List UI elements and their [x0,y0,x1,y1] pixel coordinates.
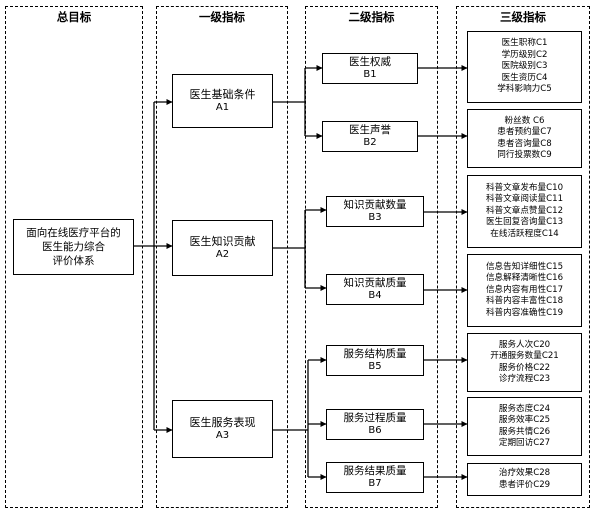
level2-code: B6 [368,424,382,436]
level3-item: 服务价格C22 [498,362,551,373]
level3-item: 学历级别C2 [501,49,548,60]
overall-goal-line-3: 评价体系 [52,255,95,268]
level1-box-a2: 医生知识贡献 A2 [172,220,273,276]
level3-item: 同行投票数C9 [497,149,552,160]
level2-box-b3: 知识贡献数量 B3 [326,196,424,227]
overall-goal-line-1: 面向在线医疗平台的 [26,226,121,239]
level2-code: B1 [363,68,377,80]
level3-item: 科普文章阅读量C11 [485,194,564,205]
level3-item: 服务态度C24 [498,403,551,414]
overall-goal-box: 面向在线医疗平台的 医生能力综合 评价体系 [13,219,134,275]
level2-name: 服务结果质量 [343,465,407,478]
level3-box-b5-items: 服务人次C20 开通服务数量C21 服务价格C22 诊疗流程C23 [467,333,582,392]
level3-item: 患者评价C29 [498,479,551,490]
level3-item: 科普内容丰富性C18 [485,296,564,307]
level1-name: 医生知识贡献 [189,235,256,249]
level3-item: 科普文章发布量C10 [485,182,564,193]
level2-name: 服务结构质量 [343,348,407,361]
level3-item: 信息内容有用性C17 [485,284,564,295]
level3-item: 服务效率C25 [498,415,551,426]
level2-code: B2 [363,136,377,148]
level2-code: B3 [368,211,382,223]
level3-item: 患者预约量C7 [497,127,552,138]
level1-box-a1: 医生基础条件 A1 [172,74,273,128]
level3-item: 粉丝数 C6 [504,115,545,126]
level3-item: 医生资历C4 [501,72,548,83]
level3-item: 信息告知详细性C15 [485,261,564,272]
level3-item: 治疗效果C28 [498,468,551,479]
level3-item: 学科影响力C5 [497,84,552,95]
level2-box-b7: 服务结果质量 B7 [326,462,424,493]
level1-code: A2 [215,248,230,260]
level2-box-b2: 医生声誉 B2 [322,121,418,152]
column-header-overall-goal: 总目标 [56,10,92,24]
level3-item: 服务人次C20 [498,339,551,350]
level2-box-b4: 知识贡献质量 B4 [326,274,424,305]
column-header-level2: 二级指标 [348,10,395,24]
level3-item: 患者咨询量C8 [497,138,552,149]
level3-item: 医院级别C3 [501,61,548,72]
level2-code: B4 [368,289,382,301]
level3-box-b3-items: 科普文章发布量C10 科普文章阅读量C11 科普文章点赞量C12 医生回复咨询量… [467,175,582,248]
level3-item: 医生回复咨询量C13 [485,217,564,228]
level2-box-b6: 服务过程质量 B6 [326,409,424,440]
level3-item: 医生职称C1 [501,38,548,49]
level2-name: 医生声誉 [349,124,391,137]
level3-item: 科普内容准确性C19 [485,307,564,318]
level1-name: 医生服务表现 [189,416,256,430]
level2-name: 服务过程质量 [343,412,407,425]
column-header-level3: 三级指标 [500,10,546,24]
level2-code: B5 [368,360,382,372]
level3-item: 信息解释清晰性C16 [485,273,564,284]
level3-box-b1-items: 医生职称C1 学历级别C2 医院级别C3 医生资历C4 学科影响力C5 [467,31,582,103]
level3-item: 服务共情C26 [498,426,551,437]
level3-item: 诊疗流程C23 [498,373,551,384]
column-header-level1: 一级指标 [199,10,245,24]
level1-name: 医生基础条件 [189,88,256,102]
level3-box-b2-items: 粉丝数 C6 患者预约量C7 患者咨询量C8 同行投票数C9 [467,109,582,168]
level3-item: 科普文章点赞量C12 [485,205,564,216]
level1-box-a3: 医生服务表现 A3 [172,400,273,458]
level3-item: 开通服务数量C21 [490,351,559,362]
level3-box-b4-items: 信息告知详细性C15 信息解释清晰性C16 信息内容有用性C17 科普内容丰富性… [467,254,582,327]
level2-code: B7 [368,477,382,489]
level2-name: 知识贡献质量 [343,277,407,290]
level2-name: 医生权威 [349,56,391,69]
level2-name: 知识贡献数量 [343,199,407,212]
level1-code: A1 [215,101,230,113]
level3-item: 定期回访C27 [498,437,551,448]
overall-goal-line-2: 医生能力综合 [42,240,105,253]
level1-code: A3 [215,429,230,441]
level3-item: 在线活跃程度C14 [490,228,559,239]
level2-box-b5: 服务结构质量 B5 [326,345,424,376]
level2-box-b1: 医生权威 B1 [322,53,418,84]
level3-box-b6-items: 服务态度C24 服务效率C25 服务共情C26 定期回访C27 [467,397,582,456]
level3-box-b7-items: 治疗效果C28 患者评价C29 [467,463,582,496]
